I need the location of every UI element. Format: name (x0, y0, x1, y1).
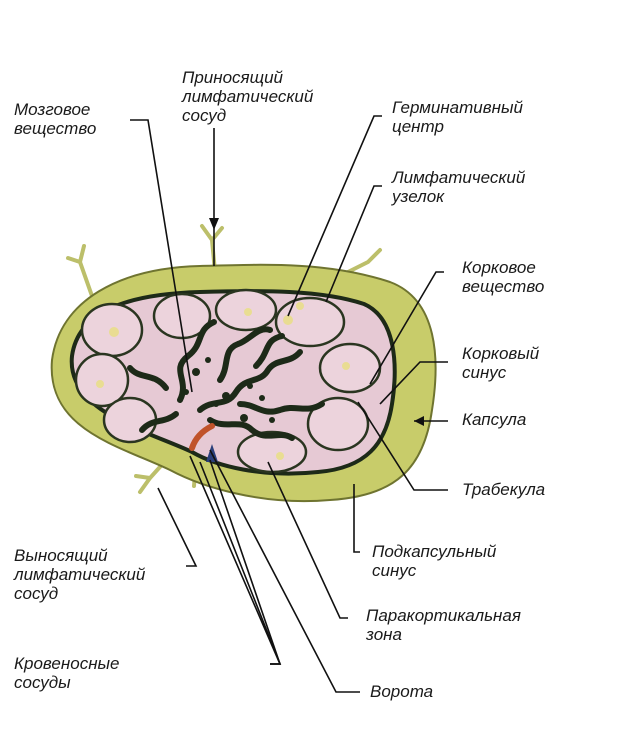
label-cortical-sinus: Корковый синус (462, 344, 539, 382)
label-capsule-line1: Капсула (462, 410, 527, 429)
label-paracortical-line1: Паракортикальная (366, 606, 521, 625)
medulla-cords (127, 319, 325, 441)
label-cortex-line2: вещество (462, 277, 545, 296)
label-cortical-sinus-line1: Корковый (462, 344, 540, 363)
label-blood-vessels-line1: Кровеносные (14, 654, 120, 673)
label-hilum: Ворота (370, 682, 433, 701)
label-capsule: Капсула (462, 410, 526, 429)
label-afferent-line1: Приносящий (182, 68, 283, 87)
germinal-centers (96, 302, 350, 460)
label-efferent: Выносящий лимфатический сосуд (14, 546, 145, 603)
label-efferent-line3: сосуд (14, 584, 59, 603)
label-cortex: Корковое вещество (462, 258, 544, 296)
label-medulla-line2: вещество (14, 119, 97, 138)
label-nodule-line2: узелок (392, 187, 445, 206)
label-nodule: Лимфатический узелок (392, 168, 525, 206)
label-medulla: Мозговое вещество (14, 100, 96, 138)
label-afferent: Приносящий лимфатический сосуд (182, 68, 313, 125)
label-trabecula-line1: Трабекула (462, 480, 546, 499)
label-germinal-line1: Герминативный (392, 98, 523, 117)
label-subcapsular-line2: синус (372, 561, 417, 580)
label-blood-vessels-line2: сосуды (14, 673, 71, 692)
label-blood-vessels: Кровеносные сосуды (14, 654, 120, 692)
label-afferent-line3: сосуд (182, 106, 227, 125)
label-cortical-sinus-line2: синус (462, 363, 507, 382)
label-subcapsular-line1: Подкапсульный (372, 542, 497, 561)
medulla-dots (183, 357, 275, 423)
label-nodule-line1: Лимфатический (392, 168, 526, 187)
label-afferent-line2: лимфатический (182, 87, 314, 106)
label-subcapsular: Подкапсульный синус (372, 542, 496, 580)
label-paracortical: Паракортикальная зона (366, 606, 521, 644)
label-germinal: Герминативный центр (392, 98, 523, 136)
label-trabecula: Трабекула (462, 480, 545, 499)
label-paracortical-line2: зона (366, 625, 402, 644)
label-hilum-line1: Ворота (370, 682, 434, 701)
label-germinal-line2: центр (392, 117, 444, 136)
leader-lines (130, 115, 448, 693)
label-efferent-line1: Выносящий (14, 546, 108, 565)
label-efferent-line2: лимфатический (14, 565, 146, 584)
label-medulla-line1: Мозговое (14, 100, 91, 119)
label-cortex-line1: Корковое (462, 258, 536, 277)
arrowheads (209, 218, 424, 426)
